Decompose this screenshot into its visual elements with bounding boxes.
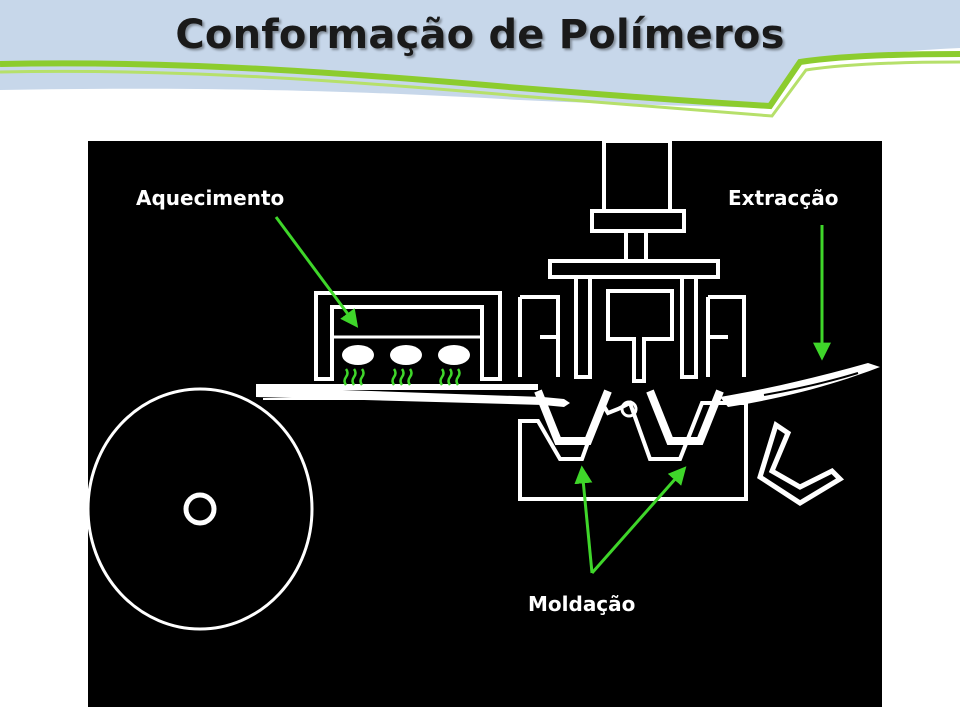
heat-waves: [343, 368, 461, 386]
molding-arrow-left: [574, 465, 594, 574]
mould-cavity-left: [534, 389, 612, 445]
header-band: [0, 0, 960, 118]
press-cylinder: [602, 141, 672, 213]
plunger-left: [574, 275, 592, 379]
callout-arrows: [274, 216, 831, 574]
press-head: [590, 209, 686, 233]
plunger-right: [680, 275, 698, 379]
mould-vent: [620, 400, 638, 418]
heating-label: Aquecimento: [136, 186, 284, 210]
heater-lamp: [342, 345, 374, 365]
heating-arrow: [274, 216, 359, 328]
press-assembly: [518, 141, 746, 383]
extraction-cutter: [757, 421, 845, 506]
heater-inner: [330, 335, 484, 379]
supply-roll: [88, 387, 314, 631]
molding-arrow-right: [590, 466, 687, 574]
mould-cavity-right: [646, 389, 724, 445]
extraction-label: Extracção: [728, 186, 838, 210]
plastic-sheet: [256, 387, 570, 407]
thermoforming-diagram: Aquecimento Extracção Moldação: [88, 141, 882, 707]
slide-title: Conformação de Polímeros: [175, 12, 785, 58]
press-frame-right: [706, 295, 746, 377]
header-green-wave-inner: [0, 60, 960, 118]
header-green-wave: [0, 51, 960, 110]
mould: [518, 363, 880, 501]
heater-lamp: [390, 345, 422, 365]
molding-label: Moldação: [528, 592, 635, 616]
plunger-center: [606, 289, 674, 383]
formed-sheet-exit-inner: [763, 372, 859, 396]
header-blue-band: [0, 0, 960, 108]
press-plate: [548, 259, 720, 279]
press-frame-left: [518, 295, 560, 377]
supply-roll-hub: [183, 492, 217, 526]
formed-sheet-exit: [720, 363, 880, 407]
heater-box: [314, 291, 502, 386]
supply-roll-outer: [88, 387, 314, 631]
heater-lamp: [438, 345, 470, 365]
press-rod: [624, 229, 648, 263]
